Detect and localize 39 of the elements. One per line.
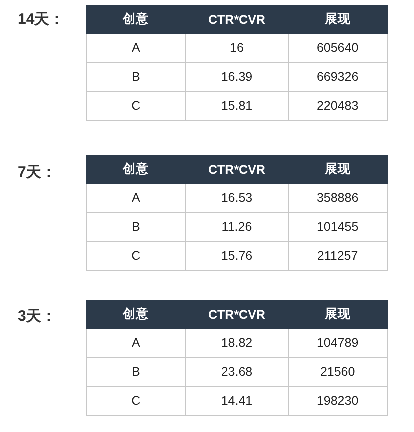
- table-cell: 16.39: [186, 62, 288, 92]
- table-cell: 15.81: [186, 92, 288, 120]
- table-cell: 16: [186, 34, 288, 62]
- table-cell: 211257: [288, 242, 388, 270]
- table-cell: 18.82: [186, 328, 288, 358]
- table-cell: 198230: [288, 386, 388, 416]
- header-cell: 展现: [288, 300, 388, 328]
- table-cell: 14.41: [186, 386, 288, 416]
- table-heading: 7天：: [18, 163, 56, 182]
- header-cell: 创意: [86, 300, 186, 328]
- table-cell: 220483: [288, 92, 388, 120]
- table-cell: B: [86, 62, 186, 92]
- header-cell: CTR*CVR: [186, 300, 288, 328]
- table-cell: 605640: [288, 34, 388, 62]
- table-cell: 23.68: [186, 358, 288, 386]
- table-cell: 21560: [288, 358, 388, 386]
- table-cell: A: [86, 184, 186, 212]
- table-cell: C: [86, 92, 186, 120]
- table-cell: A: [86, 328, 186, 358]
- table-cell: 11.26: [186, 212, 288, 242]
- table-heading: 3天：: [18, 307, 56, 326]
- header-cell: CTR*CVR: [186, 156, 288, 184]
- table-cell: B: [86, 358, 186, 386]
- header-cell: CTR*CVR: [186, 6, 288, 34]
- table-cell: 15.76: [186, 242, 288, 270]
- header-cell: 创意: [86, 6, 186, 34]
- header-cell: 创意: [86, 156, 186, 184]
- table-heading: 14天：: [18, 10, 65, 29]
- table-cell: 358886: [288, 184, 388, 212]
- table-cell: 16.53: [186, 184, 288, 212]
- table-cell: 104789: [288, 328, 388, 358]
- table-cell: 669326: [288, 62, 388, 92]
- table-cell: B: [86, 212, 186, 242]
- header-cell: 展现: [288, 6, 388, 34]
- header-cell: 展现: [288, 156, 388, 184]
- table-cell: A: [86, 34, 186, 62]
- table-cell: C: [86, 386, 186, 416]
- table-cell: 101455: [288, 212, 388, 242]
- table-cell: C: [86, 242, 186, 270]
